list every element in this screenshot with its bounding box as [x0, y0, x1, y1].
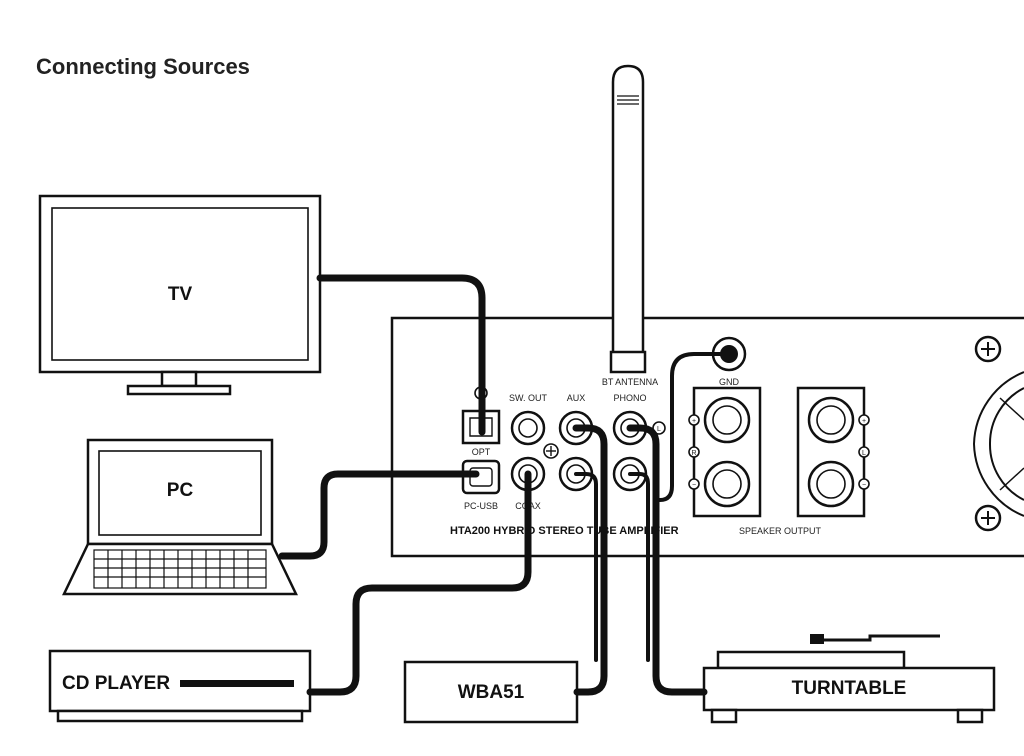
cable-pc-usb [278, 470, 480, 560]
pc-laptop [62, 438, 298, 596]
sw-out-label: SW. OUT [509, 393, 548, 403]
cd-player-label: CD PLAYER [62, 673, 170, 694]
ground-screw-icon [543, 443, 559, 459]
phono-l-label: L [657, 426, 661, 433]
amplifier-model-label: HTA200 HYBRID STEREO TUBE AMPLIFIER [450, 525, 679, 537]
pc-usb-label: PC-USB [464, 501, 498, 511]
cable-wba51-aux-second [574, 472, 598, 662]
turntable-label: TURNTABLE [792, 678, 907, 699]
cable-ground [658, 352, 731, 502]
sw-out-jack [510, 410, 546, 446]
turntable [702, 634, 996, 724]
opt-label: OPT [472, 447, 491, 457]
spk-r-label: R [691, 450, 696, 457]
cable-wba51-aux [572, 424, 608, 696]
spk-l-label: L [862, 450, 866, 457]
pc-usb-port [461, 459, 501, 495]
cd-player [48, 649, 312, 723]
bt-antenna-label: BT ANTENNA [602, 377, 658, 387]
cable-cd-coax [306, 470, 532, 696]
cable-turntable-phono [626, 424, 708, 696]
aux-label: AUX [567, 393, 586, 403]
page-title: Connecting Sources [36, 54, 250, 79]
wba51 [403, 660, 579, 724]
gnd-label: GND [719, 377, 740, 387]
spk-r-minus: − [692, 482, 696, 489]
cable-tv-opt [316, 274, 486, 436]
tv-label: TV [168, 284, 193, 305]
wba51-label: WBA51 [458, 682, 525, 703]
amplifier: BT ANTENNA OPT PC-USB SW. OUT COAX [390, 64, 1024, 558]
screw-icon [974, 504, 1002, 532]
bt-antenna [609, 64, 647, 374]
pc-label: PC [167, 480, 194, 501]
fan-guard-icon [972, 371, 1024, 517]
spk-l-minus: − [862, 482, 866, 489]
speaker-output-right [688, 386, 762, 518]
phono-label: PHONO [613, 393, 646, 403]
spk-l-plus: + [862, 418, 866, 425]
tv [38, 194, 322, 396]
spk-r-plus: + [692, 418, 696, 425]
speaker-output-label: SPEAKER OUTPUT [739, 526, 822, 536]
speaker-output-left [796, 386, 870, 518]
screw-icon [974, 335, 1002, 363]
cable-turntable-phono-second [628, 472, 650, 662]
